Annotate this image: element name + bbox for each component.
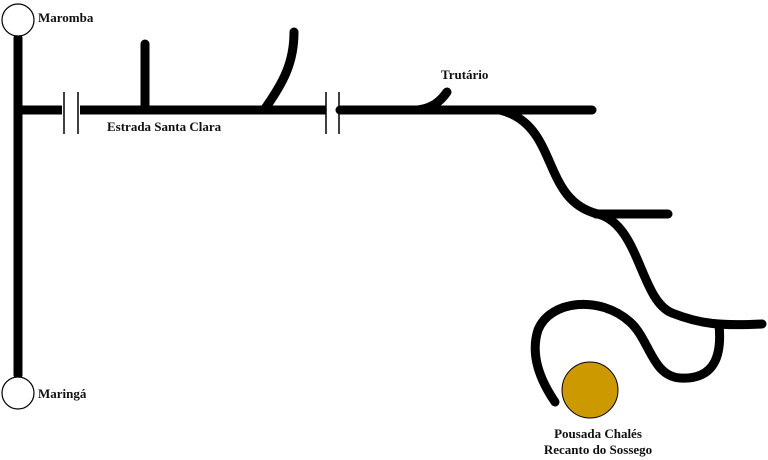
town-marker-maringa	[1, 376, 35, 410]
town-marker-maromba	[1, 3, 35, 37]
side-road-curve	[259, 27, 299, 115]
label-pousada-line1: Pousada Chalés	[554, 426, 642, 441]
label-pousada-line2: Recanto do Sossego	[544, 442, 652, 457]
bridge-marker-2	[325, 92, 340, 134]
pousada-loop-road	[530, 299, 725, 407]
pousada-marker	[561, 361, 619, 419]
road-to-pousada	[495, 105, 767, 330]
label-trutario: Trutário	[441, 67, 488, 82]
label-maromba: Maromba	[38, 10, 94, 25]
label-maringa: Maringá	[38, 386, 87, 401]
bridge-marker-1	[63, 92, 79, 134]
side-road-trutario	[413, 87, 452, 115]
label-estrada-santa-clara: Estrada Santa Clara	[107, 119, 222, 134]
